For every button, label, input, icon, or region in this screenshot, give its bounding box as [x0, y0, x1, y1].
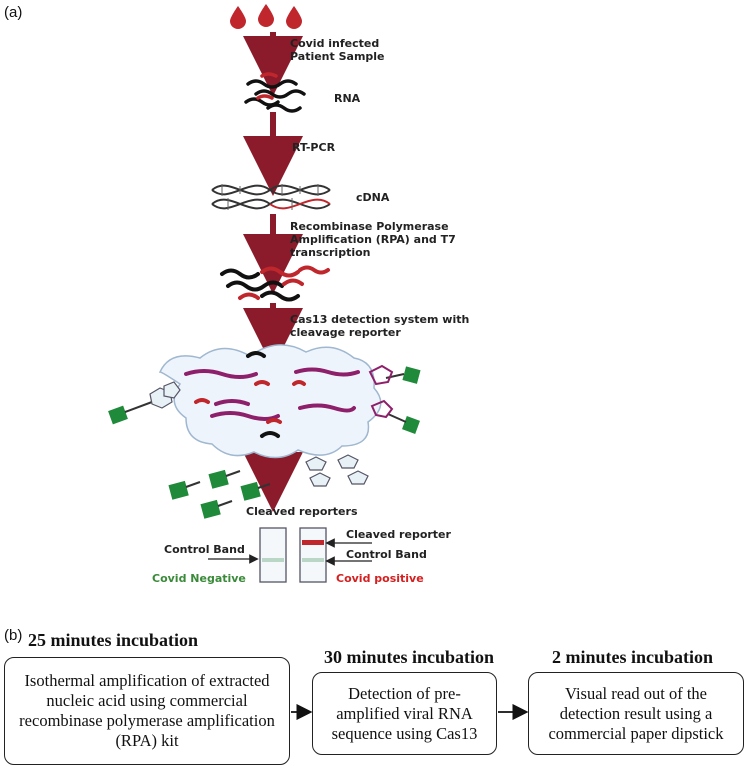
step3-heading: 2 minutes incubation — [552, 647, 714, 667]
step-rtpcr-label: RT-PCR — [292, 141, 336, 154]
step2-heading: 30 minutes incubation — [324, 647, 495, 667]
positive-strip — [299, 527, 327, 583]
panel-a-workflow-diagram — [108, 4, 421, 583]
cleaved-reporter-label: Cleaved reporter — [346, 528, 451, 541]
step-rna-label: RNA — [334, 92, 361, 105]
step2-box: Detection of pre-amplified viral RNA seq… — [312, 672, 497, 755]
covid-negative-label: Covid Negative — [152, 572, 246, 585]
cdna-helix-icon — [211, 184, 331, 210]
cleaved-reporters-icon — [168, 454, 369, 519]
panel-b-arrows — [291, 703, 529, 721]
control-band-right-label: Control Band — [346, 548, 427, 561]
panel-b-label: (b) — [4, 627, 23, 644]
negative-control-band — [262, 558, 284, 562]
positive-control-band — [302, 558, 324, 562]
panel-a-label: (a) — [4, 4, 23, 21]
step-cleaved-label: Cleaved reporters — [246, 505, 358, 518]
step1-heading: 25 minutes incubation — [28, 630, 199, 650]
step3-box: Visual read out of the detection result … — [528, 672, 744, 755]
covid-positive-label: Covid positive — [336, 572, 424, 585]
control-band-left-label: Control Band — [164, 543, 245, 556]
amplified-rna-icon — [220, 265, 330, 302]
step1-box: Isothermal amplification of extracted nu… — [4, 657, 290, 765]
negative-strip — [259, 527, 287, 583]
positive-test-band — [302, 540, 324, 545]
step-cdna-label: cDNA — [356, 191, 390, 204]
intact-reporters — [108, 364, 421, 434]
blood-drops-icon — [230, 4, 302, 29]
lateral-flow-strips — [208, 527, 372, 583]
rna-strands-icon — [244, 72, 306, 113]
cas13-complex-cluster — [158, 344, 382, 459]
